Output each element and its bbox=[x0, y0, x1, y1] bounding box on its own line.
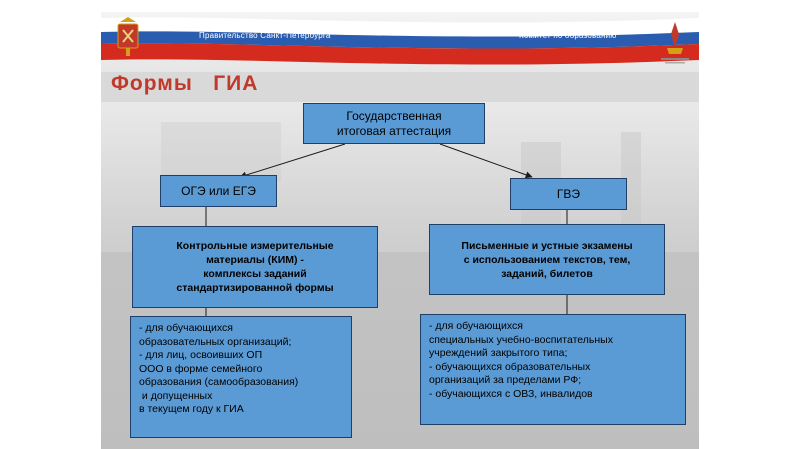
node-gve-eligibility: - для обучающихся специальных учебно-вос… bbox=[420, 314, 686, 425]
oge-list-line-3: - для лиц, освоивших ОП bbox=[139, 349, 263, 361]
header-left-text: Правительство Санкт-Петербурга bbox=[199, 31, 331, 40]
gve-list-line-6: - обучающихся с ОВЗ, инвалидов bbox=[429, 387, 593, 400]
exams-line-1: Письменные и устные экзамены bbox=[461, 239, 633, 252]
node-oge-ege: ОГЭ или ЕГЭ bbox=[160, 175, 277, 207]
gve-list-line-5: организаций за пределами РФ; bbox=[429, 374, 582, 386]
node-gia: Государственная итоговая аттестация bbox=[303, 103, 485, 144]
flag-blue-stripe bbox=[101, 31, 699, 49]
exams-line-3: заданий, билетов bbox=[501, 267, 593, 280]
kim-line-4: стандартизированной формы bbox=[176, 282, 334, 294]
flag-white-stripe bbox=[101, 17, 699, 37]
gve-list-line-2: специальных учебно-воспитательных bbox=[429, 333, 613, 346]
oge-list-line-7: в текущем году к ГИА bbox=[139, 403, 244, 415]
kim-line-2: материалы (КИМ) - bbox=[206, 254, 304, 266]
node-kim-description: Контрольные измерительные материалы (КИМ… bbox=[132, 226, 378, 308]
oge-list-line-2: образовательных организаций; bbox=[139, 335, 292, 348]
oge-list-line-1: - для обучающихся bbox=[139, 322, 233, 334]
arrow-to-gve bbox=[439, 143, 533, 179]
node-oge-eligibility: - для обучающихся образовательных органи… bbox=[130, 316, 352, 438]
node-gia-line-2: итоговая аттестация bbox=[336, 123, 452, 138]
oge-list-line-4: ООО в форме семейного bbox=[139, 362, 263, 375]
oge-list-line-5: образования (самообразования) bbox=[139, 376, 299, 388]
slide-title: Формы ГИА bbox=[111, 72, 259, 95]
node-exams-description: Письменные и устные экзамены с использов… bbox=[429, 224, 665, 295]
exams-line-2: с использованием текстов, тем, bbox=[463, 253, 631, 266]
node-gve: ГВЭ bbox=[510, 178, 627, 210]
arrow-to-oge bbox=[239, 143, 346, 179]
gve-list-line-1: - для обучающихся bbox=[429, 320, 523, 332]
gve-list-line-3: учреждений закрытого типа; bbox=[429, 347, 568, 359]
flag-red-stripe bbox=[101, 43, 699, 65]
committee-logo-icon bbox=[661, 22, 689, 64]
gve-list-line-4: - обучающихся образовательных bbox=[429, 360, 591, 373]
header-right-text: Комитет по образованию bbox=[519, 31, 617, 40]
kim-line-1: Контрольные измерительные bbox=[176, 240, 334, 252]
header-banner: Правительство Санкт-Петербурга Комитет п… bbox=[101, 12, 699, 72]
node-gia-line-1: Государственная bbox=[346, 108, 442, 123]
oge-list-line-6: и допущенных bbox=[139, 389, 213, 402]
kim-line-3: комплексы заданий bbox=[203, 268, 307, 280]
spb-coat-of-arms-icon bbox=[117, 17, 139, 56]
flag-banner bbox=[101, 17, 699, 65]
